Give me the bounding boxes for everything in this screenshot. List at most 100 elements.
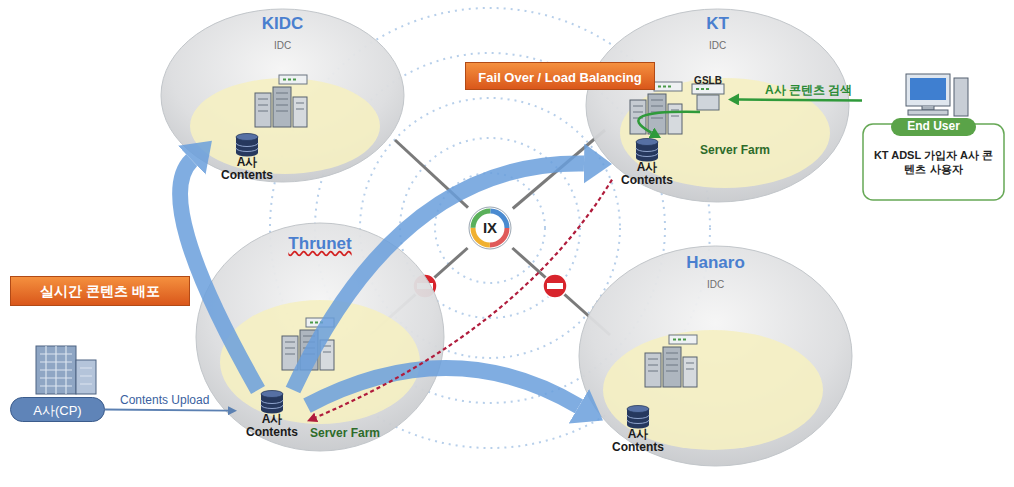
idc-subtitle: IDC [274, 40, 291, 52]
idc-region: HanaroIDC A사 Contents [578, 245, 853, 467]
edge-label-slot: Contents Upload [120, 390, 209, 408]
content-storage: A사 Contents [237, 390, 307, 442]
idc-ellipse [161, 9, 404, 182]
text-slot: IDC [585, 35, 850, 53]
content-label: A사 Contents [603, 428, 673, 454]
database-top [627, 406, 649, 413]
distribution-arrow [307, 368, 579, 406]
end-user-box: End User KT ADSL 가입자 A사 콘텐츠 사용자 [862, 72, 1005, 202]
idc-title: Thrunet [288, 234, 351, 254]
gslb-switch: GSLB [688, 70, 728, 112]
server-icon [645, 335, 697, 387]
banner-box [466, 63, 655, 90]
idc-subtitle: IDC [707, 279, 724, 291]
cp-pill: A사(CP) [10, 397, 105, 422]
text-slot: End User [862, 116, 1005, 136]
text-slot: Thrunet [195, 234, 445, 254]
content-label: A사 Contents [212, 156, 282, 182]
idc-ellipse [579, 246, 852, 466]
database-stripes [236, 143, 258, 152]
no-entry-sign [543, 274, 567, 298]
switch-unit [697, 95, 719, 110]
distribution-arrow [180, 160, 258, 390]
label-slot: Server Farm [310, 423, 380, 441]
text-slot: A사 Contents [603, 428, 673, 455]
ix-ring [473, 211, 507, 245]
idc-region: Thrunet A사 Contents [195, 222, 445, 452]
end-user-desc: KT ADSL 가입자 A사 콘텐츠 사용자 [870, 148, 998, 176]
database-top [636, 139, 658, 146]
content-storage: A사 Contents [603, 405, 673, 457]
ix-circle [469, 207, 511, 249]
idc-region: KIDC IDC A사 Contents [160, 8, 405, 183]
idc-title: KT [706, 14, 729, 34]
cp-pill-shape [11, 398, 105, 422]
text-slot: Fail Over / Load Balancing [465, 68, 655, 86]
server-icon [255, 75, 307, 127]
text-slot: A사 Contents [212, 156, 282, 183]
idc-subtitle: IDC [709, 40, 726, 52]
server-farm-area [220, 300, 420, 424]
ix-ring [473, 211, 507, 245]
database-top [236, 134, 258, 141]
connector [638, 112, 700, 133]
node-shape [160, 8, 405, 183]
server-farm-label: Server Farm [310, 427, 380, 441]
text-slot: KT ADSL 가입자 A사 콘텐츠 사용자 [862, 148, 1005, 177]
edge-label-slot: A사 콘텐츠 검색 [765, 80, 852, 98]
database-stripes [627, 415, 649, 424]
idc-title: Hanaro [686, 253, 745, 273]
content-storage: A사 Contents [212, 133, 282, 185]
monitor-stand [922, 106, 934, 110]
text-slot: Hanaro [578, 253, 853, 273]
server-icon [282, 318, 334, 370]
label-slot: Server Farm [700, 140, 770, 158]
idc-ellipse [586, 9, 849, 202]
ix-label: IX [483, 219, 497, 236]
database-stripes [636, 148, 658, 157]
server-icon [630, 82, 682, 134]
gslb-label: GSLB [694, 75, 722, 87]
connector [739, 100, 862, 101]
text-slot: IDC [160, 35, 405, 53]
distribution-arrow [293, 163, 584, 390]
text-slot: A사(CP) [10, 401, 105, 419]
content-label: A사 Contents [612, 161, 682, 187]
monitor [906, 74, 950, 106]
node-shape [578, 245, 853, 467]
keyboard [908, 110, 948, 115]
text-slot: GSLB [688, 70, 728, 88]
node-shape [862, 72, 1005, 202]
text-slot: KIDC [160, 14, 405, 34]
database-top [261, 391, 283, 398]
building-icon [36, 346, 96, 394]
database-stripes [261, 400, 283, 409]
banner: 실시간 콘텐츠 배포 [10, 276, 190, 306]
ix-exchange: IX [468, 206, 512, 250]
text-slot: KT [585, 14, 850, 34]
cp-label: A사(CP) [33, 404, 81, 419]
node-shape [195, 222, 445, 452]
idc-region: KT IDC GSLB A사 Contents [585, 8, 850, 203]
connector [316, 180, 612, 418]
monitor-screen [910, 78, 946, 100]
idc-ellipse [196, 223, 444, 451]
end-user-pill: End User [891, 118, 976, 136]
text-slot: 실시간 콘텐츠 배포 [10, 282, 190, 300]
text-slot: IX [468, 219, 512, 237]
text-slot: A사 Contents [237, 413, 307, 440]
banner: Fail Over / Load Balancing [465, 62, 655, 90]
content-label: A사 Contents [237, 413, 307, 439]
pc-tower [954, 78, 968, 116]
edge-label: Contents Upload [120, 394, 209, 408]
content-storage: A사 Contents [612, 138, 682, 190]
connector [105, 410, 228, 411]
ix-ring [473, 211, 507, 245]
banner-box [11, 277, 190, 306]
text-slot: A사 Contents [612, 161, 682, 188]
idc-title: KIDC [262, 14, 304, 34]
banner-text: Fail Over / Load Balancing [478, 71, 641, 86]
banner-text: 실시간 콘텐츠 배포 [40, 283, 160, 299]
server-farm-label: Server Farm [700, 144, 770, 158]
